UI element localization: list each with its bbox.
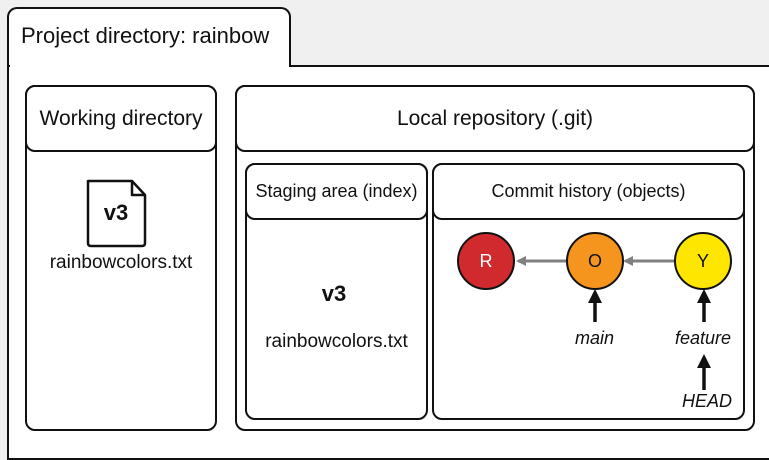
commit-history-header: Commit history (objects) xyxy=(432,163,745,220)
file-name-label: rainbowcolors.txt xyxy=(265,331,408,352)
file-version-label: v3 xyxy=(321,281,347,306)
commit-r: R xyxy=(457,232,515,290)
project-tab-label: Project directory: rainbow xyxy=(21,23,270,48)
commit-label: O xyxy=(587,250,602,271)
staging-area-title: Staging area (index) xyxy=(255,181,418,201)
commit-o: O xyxy=(566,232,624,290)
main-branch-label: main xyxy=(575,328,615,348)
commit-label: R xyxy=(479,250,493,271)
file-name-label: rainbowcolors.txt xyxy=(49,252,193,273)
working-directory-header: Working directory xyxy=(25,85,217,152)
commit-history-title: Commit history (objects) xyxy=(491,181,686,201)
file-version-label: v3 xyxy=(103,200,129,225)
tab-seam xyxy=(9,63,289,69)
feature-branch-label: feature xyxy=(675,328,732,348)
staging-area-header: Staging area (index) xyxy=(245,163,428,220)
working-directory-title: Working directory xyxy=(39,106,203,130)
commit-label: Y xyxy=(696,250,709,271)
commit-y: Y xyxy=(674,232,732,290)
head-label: HEAD xyxy=(682,391,733,411)
local-repository-title: Local repository (.git) xyxy=(396,106,594,130)
local-repository-header: Local repository (.git) xyxy=(235,85,755,152)
